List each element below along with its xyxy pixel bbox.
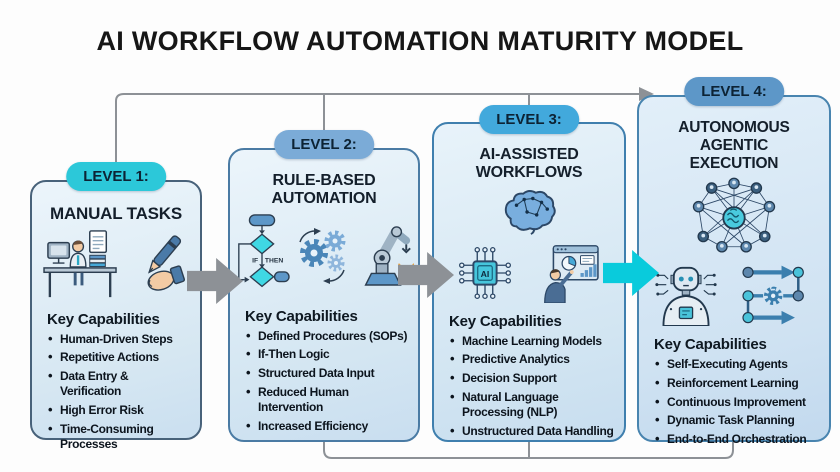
capability-item: Repetitive Actions <box>47 349 190 366</box>
capability-item: Dynamic Task Planning <box>654 412 819 429</box>
capability-item: Time-Consuming Processes <box>47 421 190 453</box>
robot-arm-icon <box>354 217 416 300</box>
workflow-orchestration-icon <box>735 264 813 331</box>
level-4-title: AUTONOMOUS AGENTIC EXECUTION <box>678 119 790 172</box>
capability-item: End-to-End Orchestration <box>654 431 819 448</box>
capability-item: Reduced Human Intervention <box>245 384 408 416</box>
level-1-badge: LEVEL 1: <box>66 162 166 191</box>
capability-item: Machine Learning Models <box>449 333 614 350</box>
agent-network-icon <box>682 175 786 262</box>
level-4-badge: LEVEL 4: <box>684 77 784 106</box>
robot-head-icon <box>655 264 717 331</box>
key-capabilities-heading: Key Capabilities <box>654 336 767 354</box>
level-1-panel: MANUAL TASKS <box>30 180 202 451</box>
key-capabilities-heading: Key Capabilities <box>449 312 562 330</box>
ai-chip-label: AI <box>481 269 490 279</box>
if-label: IF <box>252 257 258 264</box>
capability-item: Structured Data Input <box>245 365 408 382</box>
capability-item: Human-Driven Steps <box>47 331 190 348</box>
capability-item: If-Then Logic <box>245 346 408 363</box>
analytics-person-icon <box>529 243 603 308</box>
brain-circuit-icon <box>496 186 562 241</box>
then-label: THEN <box>265 257 284 264</box>
capability-item: Data Entry & Verification <box>47 368 190 400</box>
capabilities-list: Human-Driven Steps Repetitive Actions Da… <box>42 331 190 453</box>
page-title: AI WORKFLOW AUTOMATION MATURITY MODEL <box>96 26 744 56</box>
level-3-title: AI-ASSISTED WORKFLOWS <box>475 146 583 182</box>
capability-item: High Error Risk <box>47 402 190 419</box>
capability-item: Predictive Analytics <box>449 351 614 368</box>
level-3-panel: AI-ASSISTED WORKFLOWS <box>432 122 626 442</box>
desk-worker-icon <box>41 229 121 306</box>
level-2-badge: LEVEL 2: <box>274 130 374 159</box>
capabilities-list: Machine Learning Models Predictive Analy… <box>444 333 614 440</box>
bottom-connector-line <box>323 441 734 459</box>
capability-item: Continuous Improvement <box>654 394 819 411</box>
if-then-flowchart-icon: IF THEN <box>234 214 290 303</box>
capability-item: Increased Efficiency <box>245 418 408 435</box>
writing-hand-icon <box>129 230 191 305</box>
capability-item: Self-Executing Agents <box>654 356 819 373</box>
capabilities-list: Defined Procedures (SOPs) If-Then Logic … <box>240 328 408 435</box>
capability-item: Defined Procedures (SOPs) <box>245 328 408 345</box>
level-4-panel: AUTONOMOUS AGENTIC EXECUTION <box>637 95 831 447</box>
capability-item: Decision Support <box>449 370 614 387</box>
key-capabilities-heading: Key Capabilities <box>47 310 160 328</box>
level-2-title: RULE-BASED AUTOMATION <box>271 172 377 208</box>
level-3-badge: LEVEL 3: <box>479 105 579 134</box>
gears-icon <box>294 227 350 289</box>
level-2-panel: RULE-BASED AUTOMATION IF THEN <box>228 148 420 442</box>
capabilities-list: Self-Executing Agents Reinforcement Lear… <box>649 356 819 448</box>
ai-chip-icon: AI <box>455 243 515 308</box>
level-1-title: MANUAL TASKS <box>49 204 183 223</box>
capability-item: Unstructured Data Handling <box>449 423 614 440</box>
capability-item: Reinforcement Learning <box>654 375 819 392</box>
capability-item: Natural Language Processing (NLP) <box>449 389 614 421</box>
key-capabilities-heading: Key Capabilities <box>245 307 358 325</box>
